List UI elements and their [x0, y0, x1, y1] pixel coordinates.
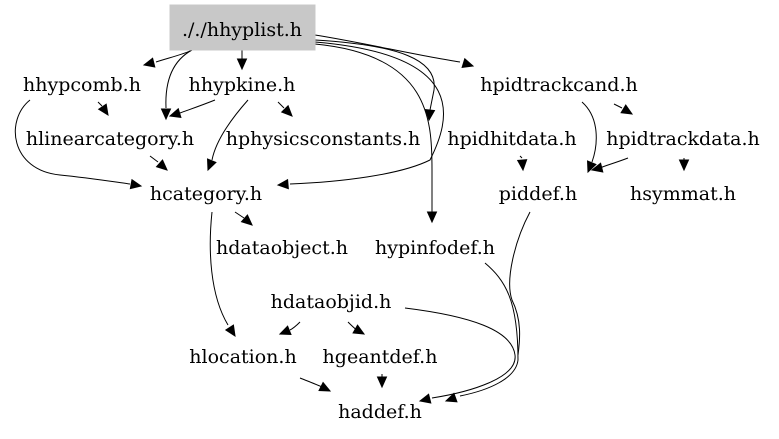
- edge-hdataobjid-to-haddef: [404, 307, 516, 404]
- edge-hpidtrackcand-to-piddef: [581, 101, 597, 174]
- edge-hypinfodef-to-haddef: [459, 262, 519, 397]
- edge-line: [519, 155, 523, 159]
- edge-hhyplist-to-hhypkine: [236, 50, 248, 71]
- node-hhyplist[interactable]: ././hhyplist.h: [182, 19, 302, 41]
- arrowhead: [461, 57, 475, 68]
- arrowhead-haddef-merge: [444, 392, 458, 403]
- arrowhead: [590, 162, 604, 173]
- node-hhypkine[interactable]: hhypkine.h: [189, 74, 296, 96]
- edge-hhyplist-to-hypinfodef: [314, 43, 438, 224]
- edge-line: [277, 101, 285, 109]
- arrowhead: [587, 160, 597, 174]
- arrowhead: [155, 159, 168, 171]
- node-hdataobjid[interactable]: hdataobjid.h: [271, 291, 392, 313]
- edge-piddef-to-haddef: [509, 211, 531, 356]
- arrowhead: [418, 393, 432, 404]
- edge-hhypkine-to-hcategory: [207, 99, 249, 172]
- edge-line: [314, 43, 433, 212]
- arrowhead: [97, 103, 109, 117]
- edge-hcategory-to-hdataobject: [234, 211, 253, 226]
- edge-line: [314, 34, 461, 63]
- arrowhead: [280, 104, 293, 117]
- arrowhead: [168, 107, 182, 119]
- node-hsymmat[interactable]: hsymmat.h: [630, 183, 736, 205]
- edge-hhypcomb-to-hlinearcategory: [97, 101, 109, 117]
- edge-hhyplist-to-hcategory: [276, 41, 444, 190]
- edge-line: [509, 211, 531, 356]
- arrowhead: [224, 324, 236, 338]
- arrowhead: [352, 324, 366, 335]
- arrowhead: [620, 104, 634, 115]
- edge-hpidtrackdata-to-hsymmat: [678, 158, 690, 172]
- arrowhead: [318, 381, 332, 392]
- edge-hcategory-to-hlocation: [209, 211, 236, 338]
- edge-hpidhitdata-to-piddef: [516, 155, 528, 172]
- edge-hhypcomb-to-hcategory: [14, 99, 143, 190]
- node-hhypcomb[interactable]: hhypcomb.h: [23, 74, 141, 96]
- edge-line: [234, 211, 245, 219]
- node-hgeantdef[interactable]: hgeantdef.h: [323, 346, 438, 368]
- edge-hgeantdef-to-haddef: [376, 374, 388, 389]
- edge-line: [581, 101, 597, 163]
- node-hcategory[interactable]: hcategory.h: [150, 183, 262, 205]
- edge-line: [209, 211, 229, 326]
- edges-group: [14, 34, 690, 404]
- edge-hpidtrackcand-to-hpidtrackdata: [613, 103, 634, 115]
- arrowhead: [516, 159, 528, 172]
- edge-line: [14, 99, 131, 185]
- edge-hhypkine-to-hlinearcategory: [168, 99, 216, 119]
- node-piddef[interactable]: piddef.h: [499, 183, 577, 205]
- node-hlinearcategory[interactable]: hlinearcategory.h: [26, 128, 194, 150]
- arrowhead: [376, 376, 388, 389]
- root-node-box[interactable]: [169, 4, 316, 51]
- arrowhead: [276, 178, 289, 190]
- arrowhead: [160, 108, 172, 121]
- arrowhead: [678, 159, 690, 172]
- edge-hlinearcategory-to-hcategory: [149, 155, 168, 171]
- edge-line: [97, 101, 103, 107]
- edge-line: [179, 99, 216, 114]
- edge-hlocation-to-haddef: [299, 377, 332, 392]
- edge-line: [289, 321, 301, 331]
- arrowhead: [424, 109, 436, 122]
- node-hlocation[interactable]: hlocation.h: [189, 346, 296, 368]
- arrowhead: [142, 57, 156, 68]
- arrowhead: [207, 158, 217, 172]
- nodes-group: ././hhyplist.h hhypcomb.h hhypkine.h hpi…: [23, 4, 760, 423]
- edge-line: [289, 41, 444, 185]
- edge-line: [613, 103, 623, 109]
- node-haddef[interactable]: haddef.h: [338, 401, 422, 423]
- edge-line: [314, 39, 435, 111]
- node-hypinfodef[interactable]: hypinfodef.h: [375, 237, 495, 259]
- edge-hhyplist-to-hpidhitdata: [314, 39, 436, 122]
- edge-hhyplist-to-hlinearcategory: [160, 49, 193, 121]
- edge-hdataobjid-to-hlocation: [278, 321, 301, 335]
- node-hdataobject[interactable]: hdataobject.h: [216, 237, 348, 259]
- edge-hpidtrackdata-to-piddef: [590, 157, 629, 173]
- edge-hhyplist-to-hpidtrackcand: [314, 34, 475, 68]
- arrowhead: [236, 58, 248, 71]
- edge-line: [459, 262, 519, 397]
- edge-hhypkine-to-hphysicsconstants: [277, 101, 293, 117]
- edge-line: [165, 49, 193, 109]
- arrowhead: [426, 211, 438, 224]
- edge-line: [404, 307, 516, 399]
- edge-line: [211, 99, 249, 161]
- node-hpidhitdata[interactable]: hpidhitdata.h: [447, 128, 576, 150]
- edge-line: [149, 155, 159, 163]
- node-hpidtrackcand[interactable]: hpidtrackcand.h: [480, 74, 637, 96]
- arrowhead: [129, 178, 143, 190]
- arrowhead: [240, 214, 253, 226]
- node-hpidtrackdata[interactable]: hpidtrackdata.h: [606, 128, 760, 150]
- edge-hdataobjid-to-hgeantdef: [347, 321, 366, 335]
- node-hphysicsconstants[interactable]: hphysicsconstants.h: [226, 128, 421, 150]
- arrowhead: [278, 325, 292, 335]
